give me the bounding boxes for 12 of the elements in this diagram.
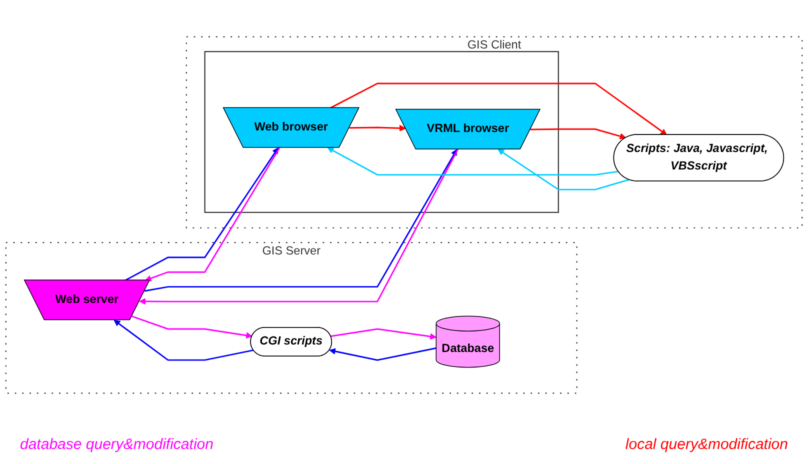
arrow <box>330 82 668 136</box>
arrow <box>498 149 630 190</box>
note: database query&modification <box>20 436 214 453</box>
arrow <box>329 347 436 361</box>
arrow <box>330 328 436 340</box>
arrow <box>327 147 618 176</box>
arrow <box>530 128 626 140</box>
cluster <box>204 51 559 213</box>
note: local query&modification <box>625 436 788 453</box>
arrow <box>114 320 254 361</box>
arrow <box>132 316 252 339</box>
arrow <box>349 124 406 132</box>
